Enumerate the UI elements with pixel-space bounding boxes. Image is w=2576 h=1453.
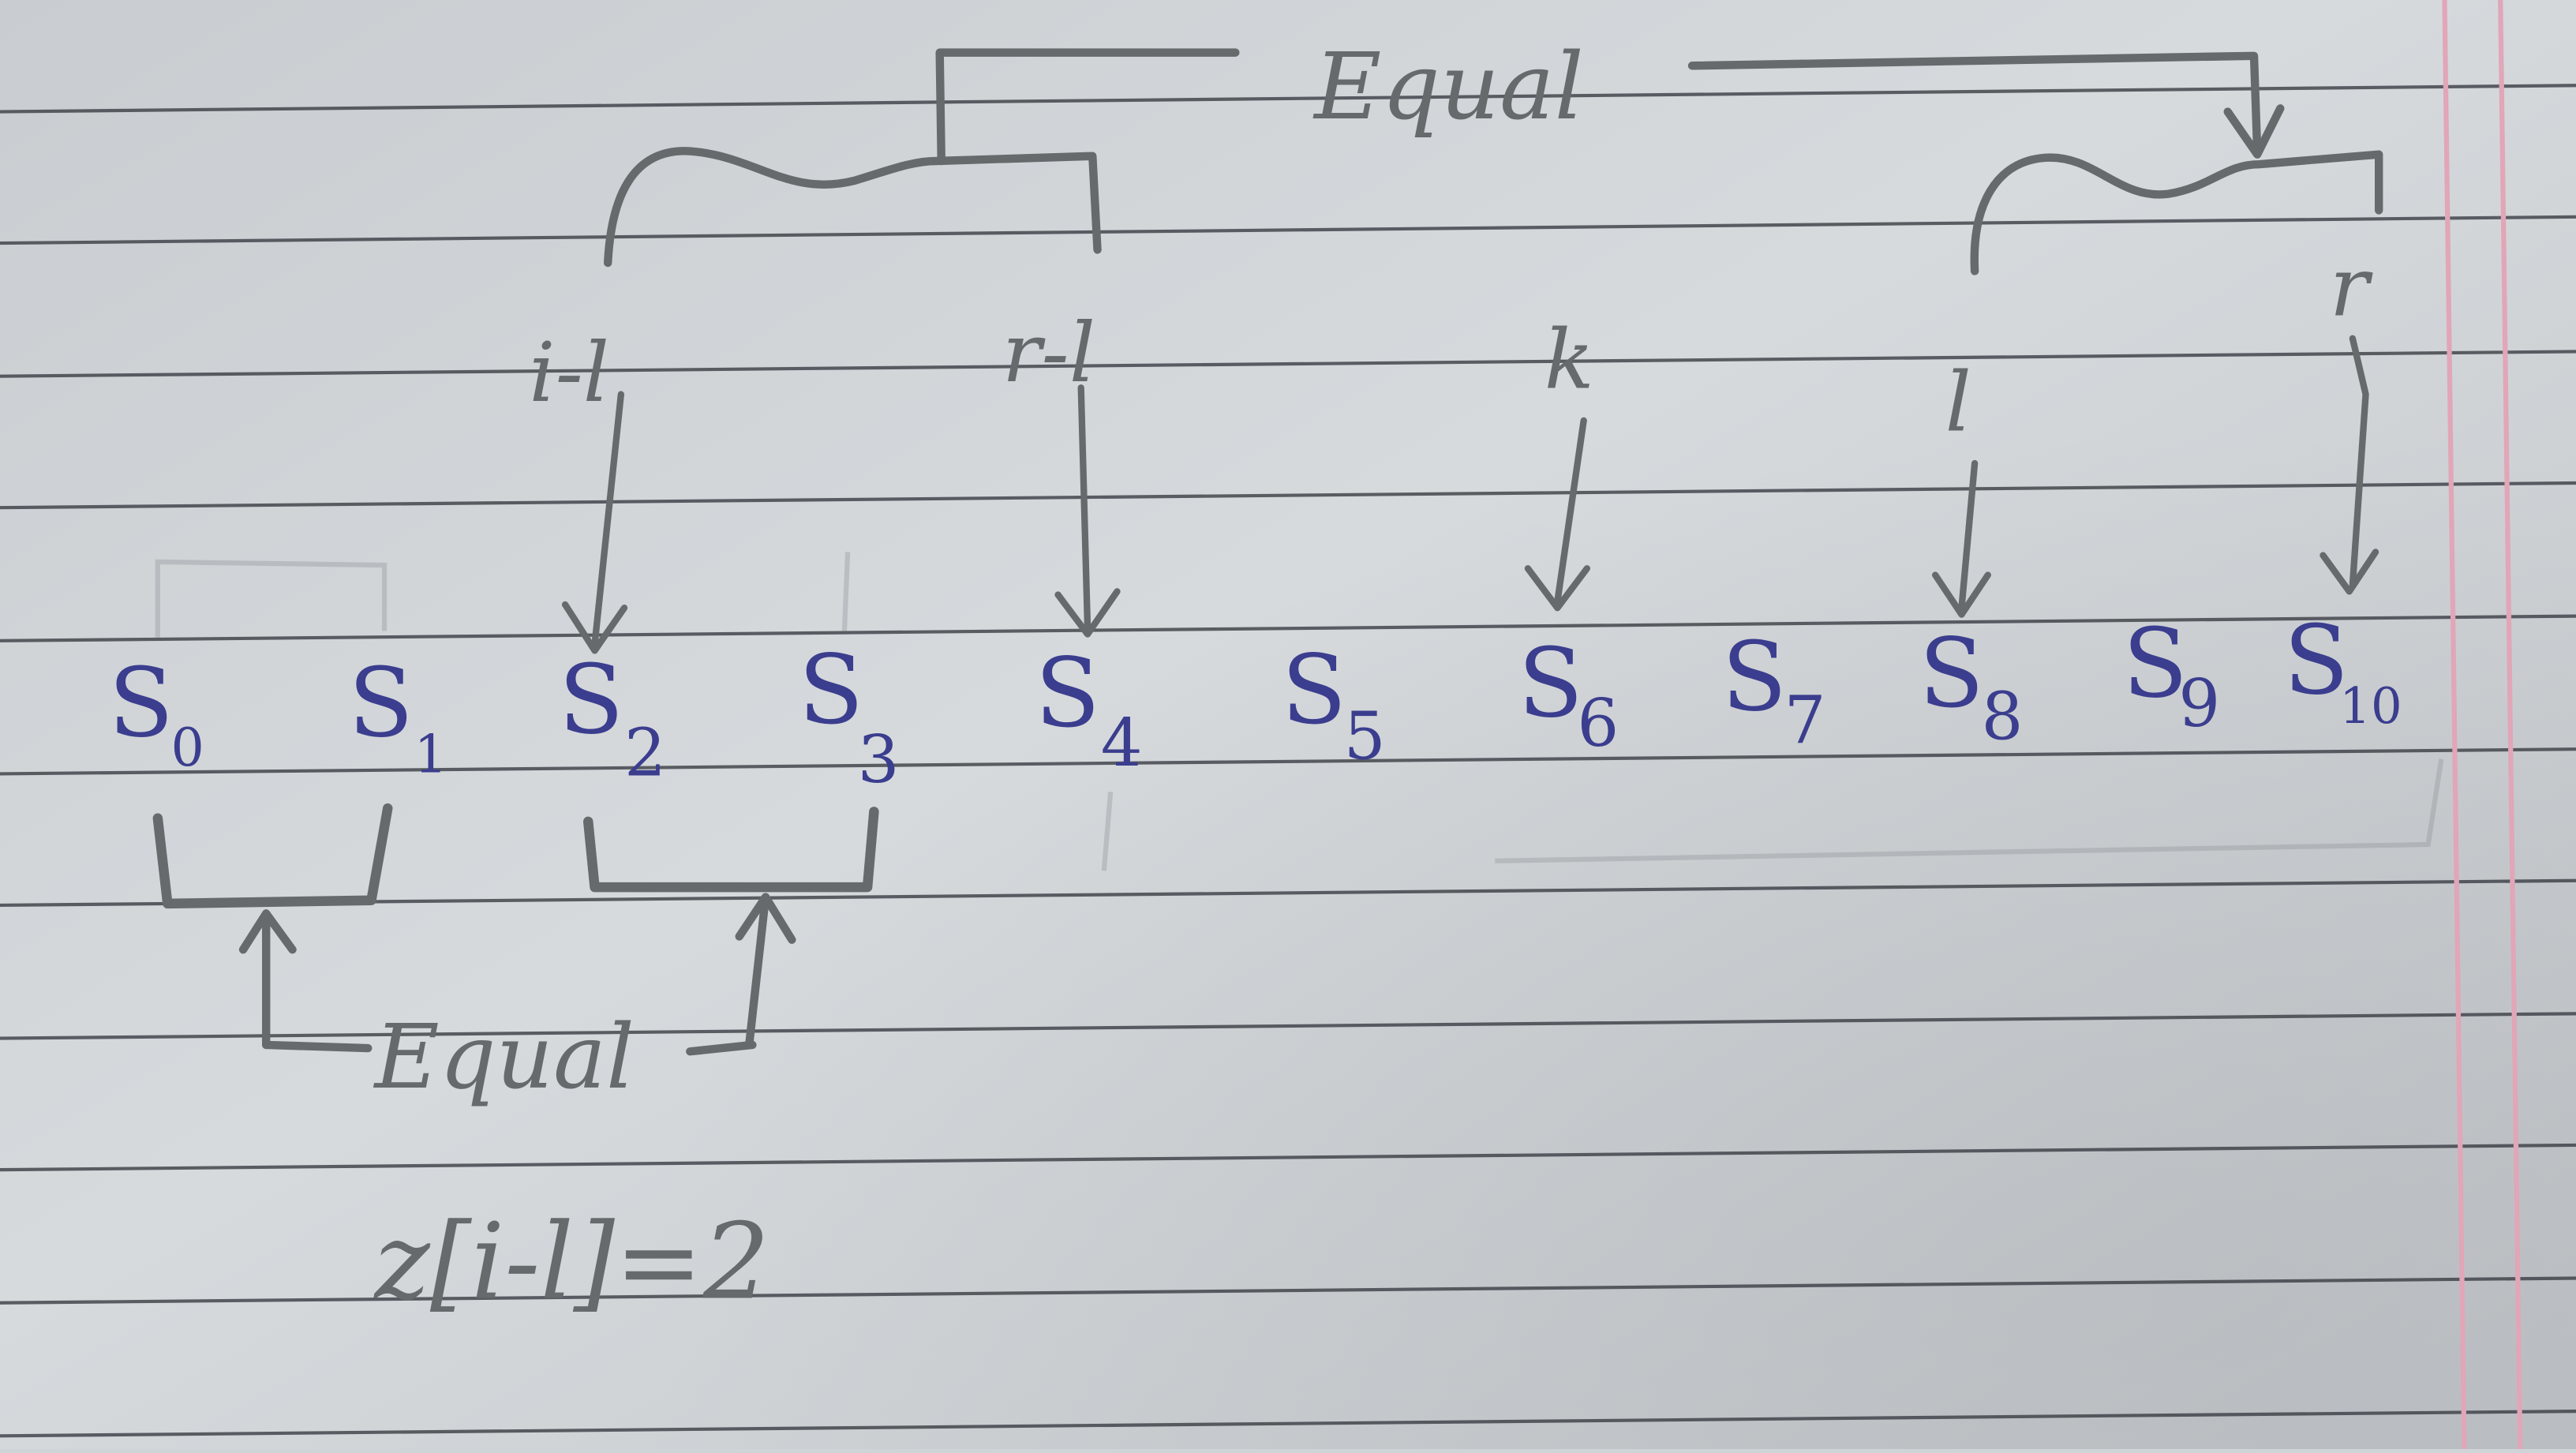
rule-line	[0, 878, 2576, 908]
ruled-lines	[0, 84, 2576, 1438]
bottom-equal-connector	[152, 803, 879, 1056]
left-up-arrow	[238, 909, 297, 1050]
symbol-sub: 1	[414, 723, 447, 785]
symbol-base: S	[1035, 638, 1100, 749]
bracket-s0-s1	[152, 803, 393, 909]
symbol-base: S	[1919, 619, 1984, 729]
rule-line	[0, 84, 2576, 114]
equation-text: z[i-l]=2	[373, 1200, 770, 1323]
symbol-sub: 8	[1981, 679, 2023, 755]
arrow-to-s6	[1524, 417, 1591, 612]
symbol-base: S	[2283, 605, 2349, 716]
rule-line	[0, 350, 2576, 378]
symbol-base: S	[799, 635, 864, 746]
rule-line	[0, 1143, 2576, 1172]
pointer-label-r: r	[2330, 239, 2373, 335]
top-equal-label: Equal	[1312, 34, 1584, 140]
rule-line	[0, 747, 2576, 776]
symbol-sub: 5	[1344, 698, 1386, 775]
symbol-sub: 2	[624, 715, 666, 792]
rule-line	[0, 215, 2576, 245]
symbol-base: S	[2122, 609, 2188, 720]
symbol-sub: 3	[858, 721, 900, 798]
left-brace	[604, 147, 1102, 268]
margin-line	[2498, 0, 2523, 1450]
symbol-s7: S7	[1722, 622, 1826, 758]
left-connector-line	[935, 48, 1240, 166]
margin-line	[2442, 0, 2467, 1450]
symbol-sub: 9	[2178, 665, 2220, 742]
symbol-base: S	[348, 649, 414, 759]
margin-lines	[2442, 0, 2523, 1450]
symbol-sub: 7	[1784, 682, 1826, 758]
symbol-s3: S3	[799, 635, 900, 798]
symbol-sub: 0	[170, 717, 204, 778]
arrow-to-s10	[2320, 335, 2379, 595]
right-connector-line	[686, 1040, 757, 1056]
rule-line	[0, 1012, 2576, 1040]
pointer-labels: i-l r-l k l r	[529, 239, 2372, 451]
rule-line	[0, 1410, 2576, 1438]
right-connector-arrowhead	[2223, 104, 2285, 159]
symbol-base: S	[108, 649, 174, 759]
rule-line	[0, 614, 2576, 642]
symbol-base: S	[1518, 629, 1583, 740]
right-connector-line	[1687, 51, 2262, 155]
pointer-label-l: l	[1945, 354, 1971, 450]
symbol-base: S	[1282, 635, 1347, 746]
left-connector-line	[262, 1040, 373, 1053]
symbol-sub: 10	[2339, 677, 2402, 735]
right-up-arrow	[735, 893, 796, 1050]
symbol-sub: 6	[1577, 685, 1619, 762]
pointer-label-k: k	[1544, 311, 1594, 407]
pointer-label-i-l: i-l	[529, 324, 609, 421]
right-brace	[1970, 150, 2383, 275]
symbol-base: S	[559, 645, 624, 755]
arrow-to-s2	[561, 391, 628, 654]
symbol-s8: S8	[1919, 619, 2023, 755]
erased-marks	[155, 552, 2444, 871]
bottom-equal-label: Equal	[373, 1005, 635, 1109]
bracket-s2-s3	[582, 807, 879, 893]
symbol-sub: 4	[1101, 705, 1143, 781]
symbol-s6: S6	[1518, 629, 1619, 762]
pointer-arrows	[561, 335, 2379, 654]
symbol-s0: S0	[108, 649, 204, 778]
arrow-to-s4	[1054, 384, 1121, 638]
symbol-s5: S5	[1282, 635, 1386, 775]
symbol-s9: S9	[2122, 609, 2220, 742]
arrow-to-s8	[1932, 459, 1991, 618]
rule-line	[0, 481, 2576, 510]
rule-line	[0, 1276, 2576, 1305]
symbol-s10: S10	[2283, 605, 2402, 734]
top-equal-connector	[604, 48, 2383, 275]
symbol-base: S	[1722, 622, 1788, 732]
